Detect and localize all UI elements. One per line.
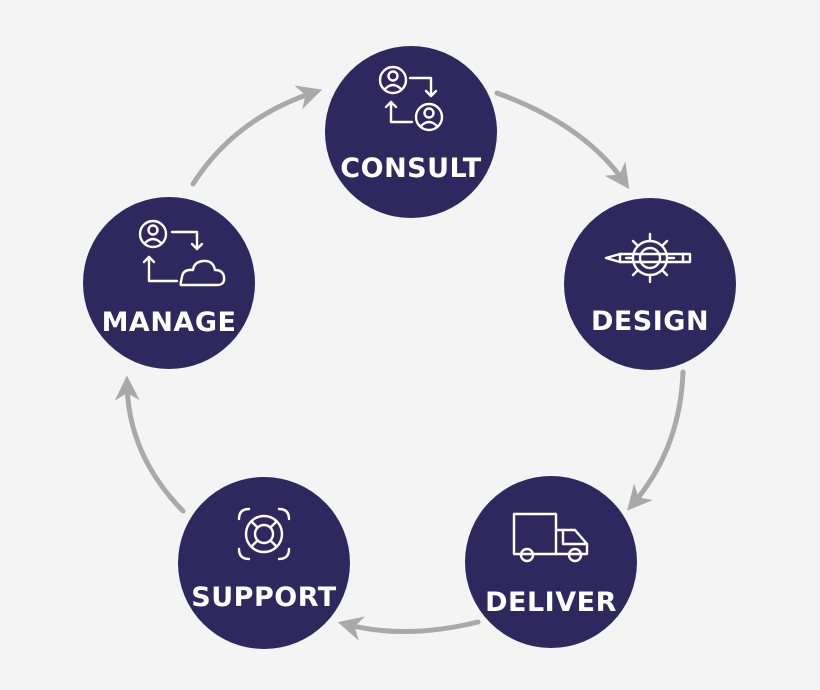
person-cloud-icon	[138, 219, 226, 287]
arrow-deliver-to-support	[337, 616, 481, 641]
arrow-consult-to-design	[494, 90, 630, 190]
stage-consult-circle	[325, 46, 497, 218]
stage-design-label: DESIGN	[591, 306, 709, 337]
arrow-design-to-deliver	[627, 369, 686, 511]
stage-deliver-label: DELIVER	[485, 587, 617, 618]
stage-design: DESIGN	[564, 198, 736, 370]
lifebuoy-icon	[237, 507, 291, 561]
stage-consult: CONSULT	[325, 46, 497, 218]
arrow-support-to-manage	[114, 375, 186, 514]
truck-icon	[512, 512, 589, 563]
stage-support-label: SUPPORT	[191, 582, 336, 613]
stage-deliver-circle	[465, 476, 637, 648]
cycle-arrows	[114, 85, 686, 641]
stage-manage-circle	[83, 197, 255, 369]
arrow-manage-to-consult	[190, 85, 323, 187]
stage-support: SUPPORT	[178, 477, 350, 649]
truck-wheel	[567, 547, 583, 563]
stage-manage: MANAGE	[83, 197, 255, 369]
stage-deliver: DELIVER	[465, 476, 637, 648]
stage-support-circle	[178, 477, 350, 649]
truck-wheel	[519, 547, 535, 563]
people-exchange-icon	[378, 65, 444, 132]
gear-pencil-icon	[604, 232, 692, 284]
stage-manage-label: MANAGE	[102, 307, 237, 338]
stage-design-circle	[564, 198, 736, 370]
stage-consult-label: CONSULT	[340, 153, 481, 184]
